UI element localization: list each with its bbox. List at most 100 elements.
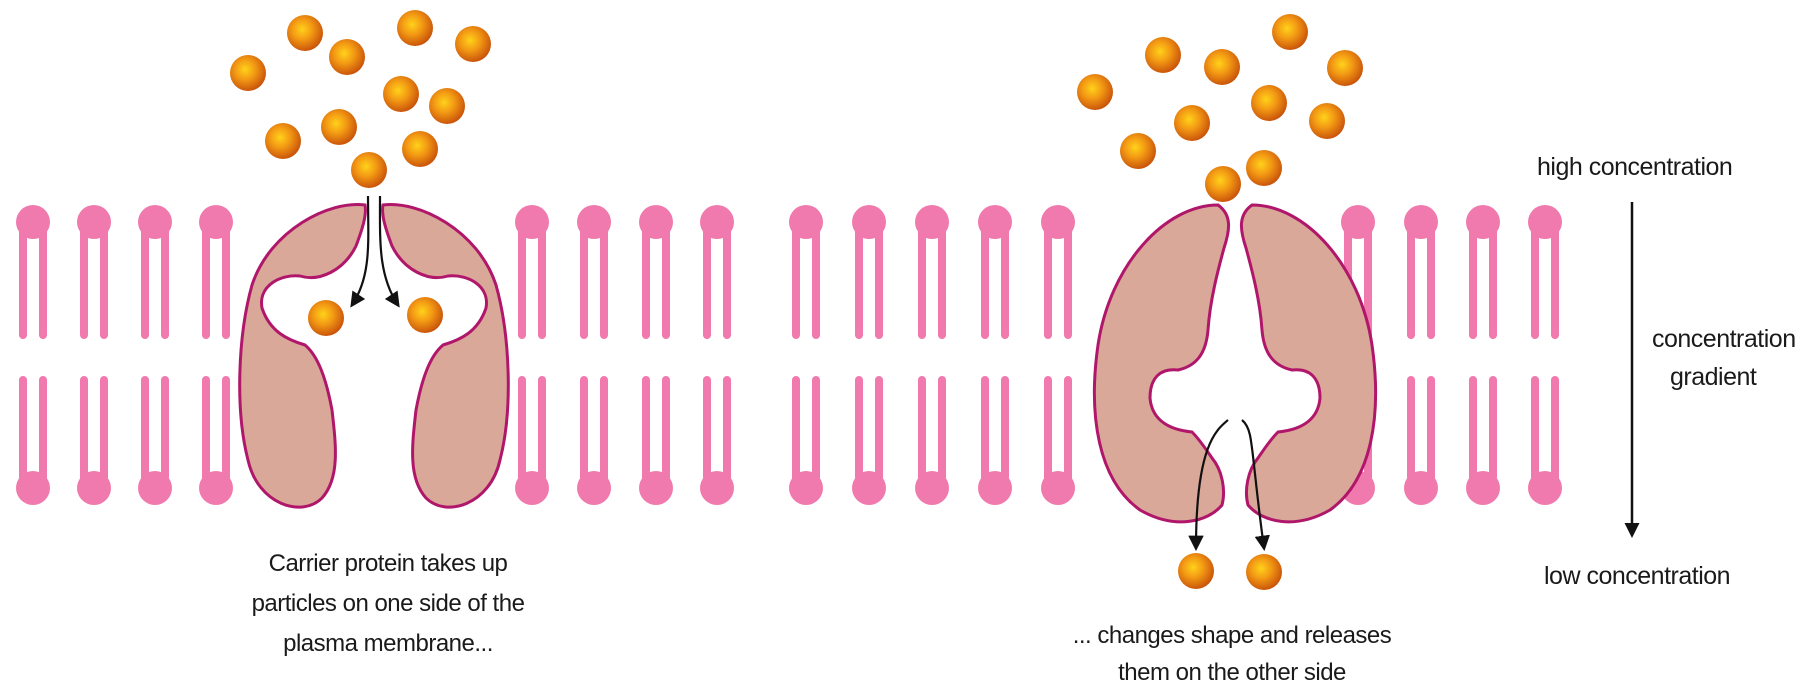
solute-particle <box>351 152 387 188</box>
phospholipid-head <box>1466 471 1500 505</box>
phospholipid-head <box>16 205 50 239</box>
high-concentration-label: high concentration <box>1537 153 1732 181</box>
phospholipid-upper <box>1404 205 1438 335</box>
phospholipid-upper <box>1041 205 1075 335</box>
phospholipid-head <box>138 205 172 239</box>
phospholipid-head <box>852 205 886 239</box>
phospholipid-lower <box>577 380 611 505</box>
phospholipid-head <box>639 471 673 505</box>
phospholipid-tails <box>1411 232 1431 335</box>
phospholipid <box>700 205 734 505</box>
phospholipid-upper <box>199 205 233 335</box>
phospholipid-head <box>852 471 886 505</box>
solute-particle <box>287 15 323 51</box>
phospholipid <box>199 205 233 505</box>
phospholipid-upper <box>577 205 611 335</box>
phospholipid-head <box>1404 205 1438 239</box>
phospholipid-head <box>138 471 172 505</box>
solute-particle <box>1309 103 1345 139</box>
phospholipid-lower <box>16 380 50 505</box>
phospholipid-tails <box>84 232 104 335</box>
phospholipid-upper <box>515 205 549 335</box>
left-caption-line2: particles on one side of the <box>252 590 525 617</box>
phospholipid-tails <box>1411 380 1431 478</box>
phospholipid-head <box>515 471 549 505</box>
phospholipid <box>1528 205 1562 505</box>
solute-particle <box>1205 166 1241 202</box>
solute-particle <box>402 131 438 167</box>
phospholipid <box>1404 205 1438 505</box>
phospholipid-tails <box>985 380 1005 478</box>
phospholipid-tails <box>859 232 879 335</box>
phospholipid-tails <box>206 232 226 335</box>
phospholipid-tails <box>522 380 542 478</box>
phospholipid-tails <box>646 232 666 335</box>
solute-particle <box>1327 50 1363 86</box>
solute-particle <box>1204 49 1240 85</box>
left-caption-line1: Carrier protein takes up <box>269 550 508 577</box>
phospholipid-head <box>915 205 949 239</box>
phospholipid-head <box>978 471 1012 505</box>
solute-particle <box>397 10 433 46</box>
phospholipid-lower <box>700 380 734 505</box>
phospholipid-lower <box>852 380 886 505</box>
phospholipid-head <box>16 471 50 505</box>
solute-particle <box>1178 553 1214 589</box>
phospholipid-tails <box>206 380 226 478</box>
solute-particle <box>308 300 344 336</box>
phospholipid <box>978 205 1012 505</box>
left-caption-line3: plasma membrane... <box>283 630 493 657</box>
phospholipid <box>16 205 50 505</box>
gradient-label-line1: concentration <box>1652 325 1796 353</box>
solute-particle <box>455 26 491 62</box>
phospholipid-tails <box>985 232 1005 335</box>
solute-particle <box>1272 14 1308 50</box>
phospholipid-head <box>77 471 111 505</box>
solute-particle <box>1246 150 1282 186</box>
phospholipid-head <box>1404 471 1438 505</box>
phospholipid-tails <box>707 232 727 335</box>
solute-particle <box>429 88 465 124</box>
solute-particle <box>407 297 443 333</box>
phospholipid-head <box>577 471 611 505</box>
solute-particle <box>1246 554 1282 590</box>
phospholipid-head <box>1041 471 1075 505</box>
phospholipid-tails <box>145 380 165 478</box>
phospholipid-head <box>700 471 734 505</box>
phospholipid <box>1041 205 1075 505</box>
phospholipid-lower <box>978 380 1012 505</box>
carrier-protein-open-inside <box>1094 205 1375 522</box>
phospholipid-tails <box>1473 232 1493 335</box>
phospholipid <box>577 205 611 505</box>
phospholipid-tails <box>145 232 165 335</box>
phospholipid-head <box>1466 205 1500 239</box>
phospholipid-head <box>1528 205 1562 239</box>
phospholipid-head <box>77 205 111 239</box>
phospholipid-head <box>789 205 823 239</box>
phospholipid-upper <box>978 205 1012 335</box>
phospholipid-tails <box>1473 380 1493 478</box>
protein-left-half <box>1094 205 1228 522</box>
phospholipid-head <box>915 471 949 505</box>
phospholipid <box>639 205 673 505</box>
phospholipid-upper <box>1528 205 1562 335</box>
phospholipid-head <box>199 205 233 239</box>
phospholipid-upper <box>700 205 734 335</box>
phospholipid-tails <box>584 232 604 335</box>
solute-particle <box>383 76 419 112</box>
solute-particle <box>1174 105 1210 141</box>
phospholipid-head <box>1341 205 1375 239</box>
phospholipid-lower <box>138 380 172 505</box>
solute-particle <box>321 109 357 145</box>
phospholipid-head <box>700 205 734 239</box>
phospholipid-tails <box>84 380 104 478</box>
solute-particle <box>1145 37 1181 73</box>
phospholipid-tails <box>23 380 43 478</box>
phospholipid-tails <box>1535 380 1555 478</box>
phospholipid-tails <box>922 232 942 335</box>
phospholipid-lower <box>77 380 111 505</box>
phospholipid-tails <box>1535 232 1555 335</box>
phospholipid-lower <box>199 380 233 505</box>
phospholipid-upper <box>138 205 172 335</box>
